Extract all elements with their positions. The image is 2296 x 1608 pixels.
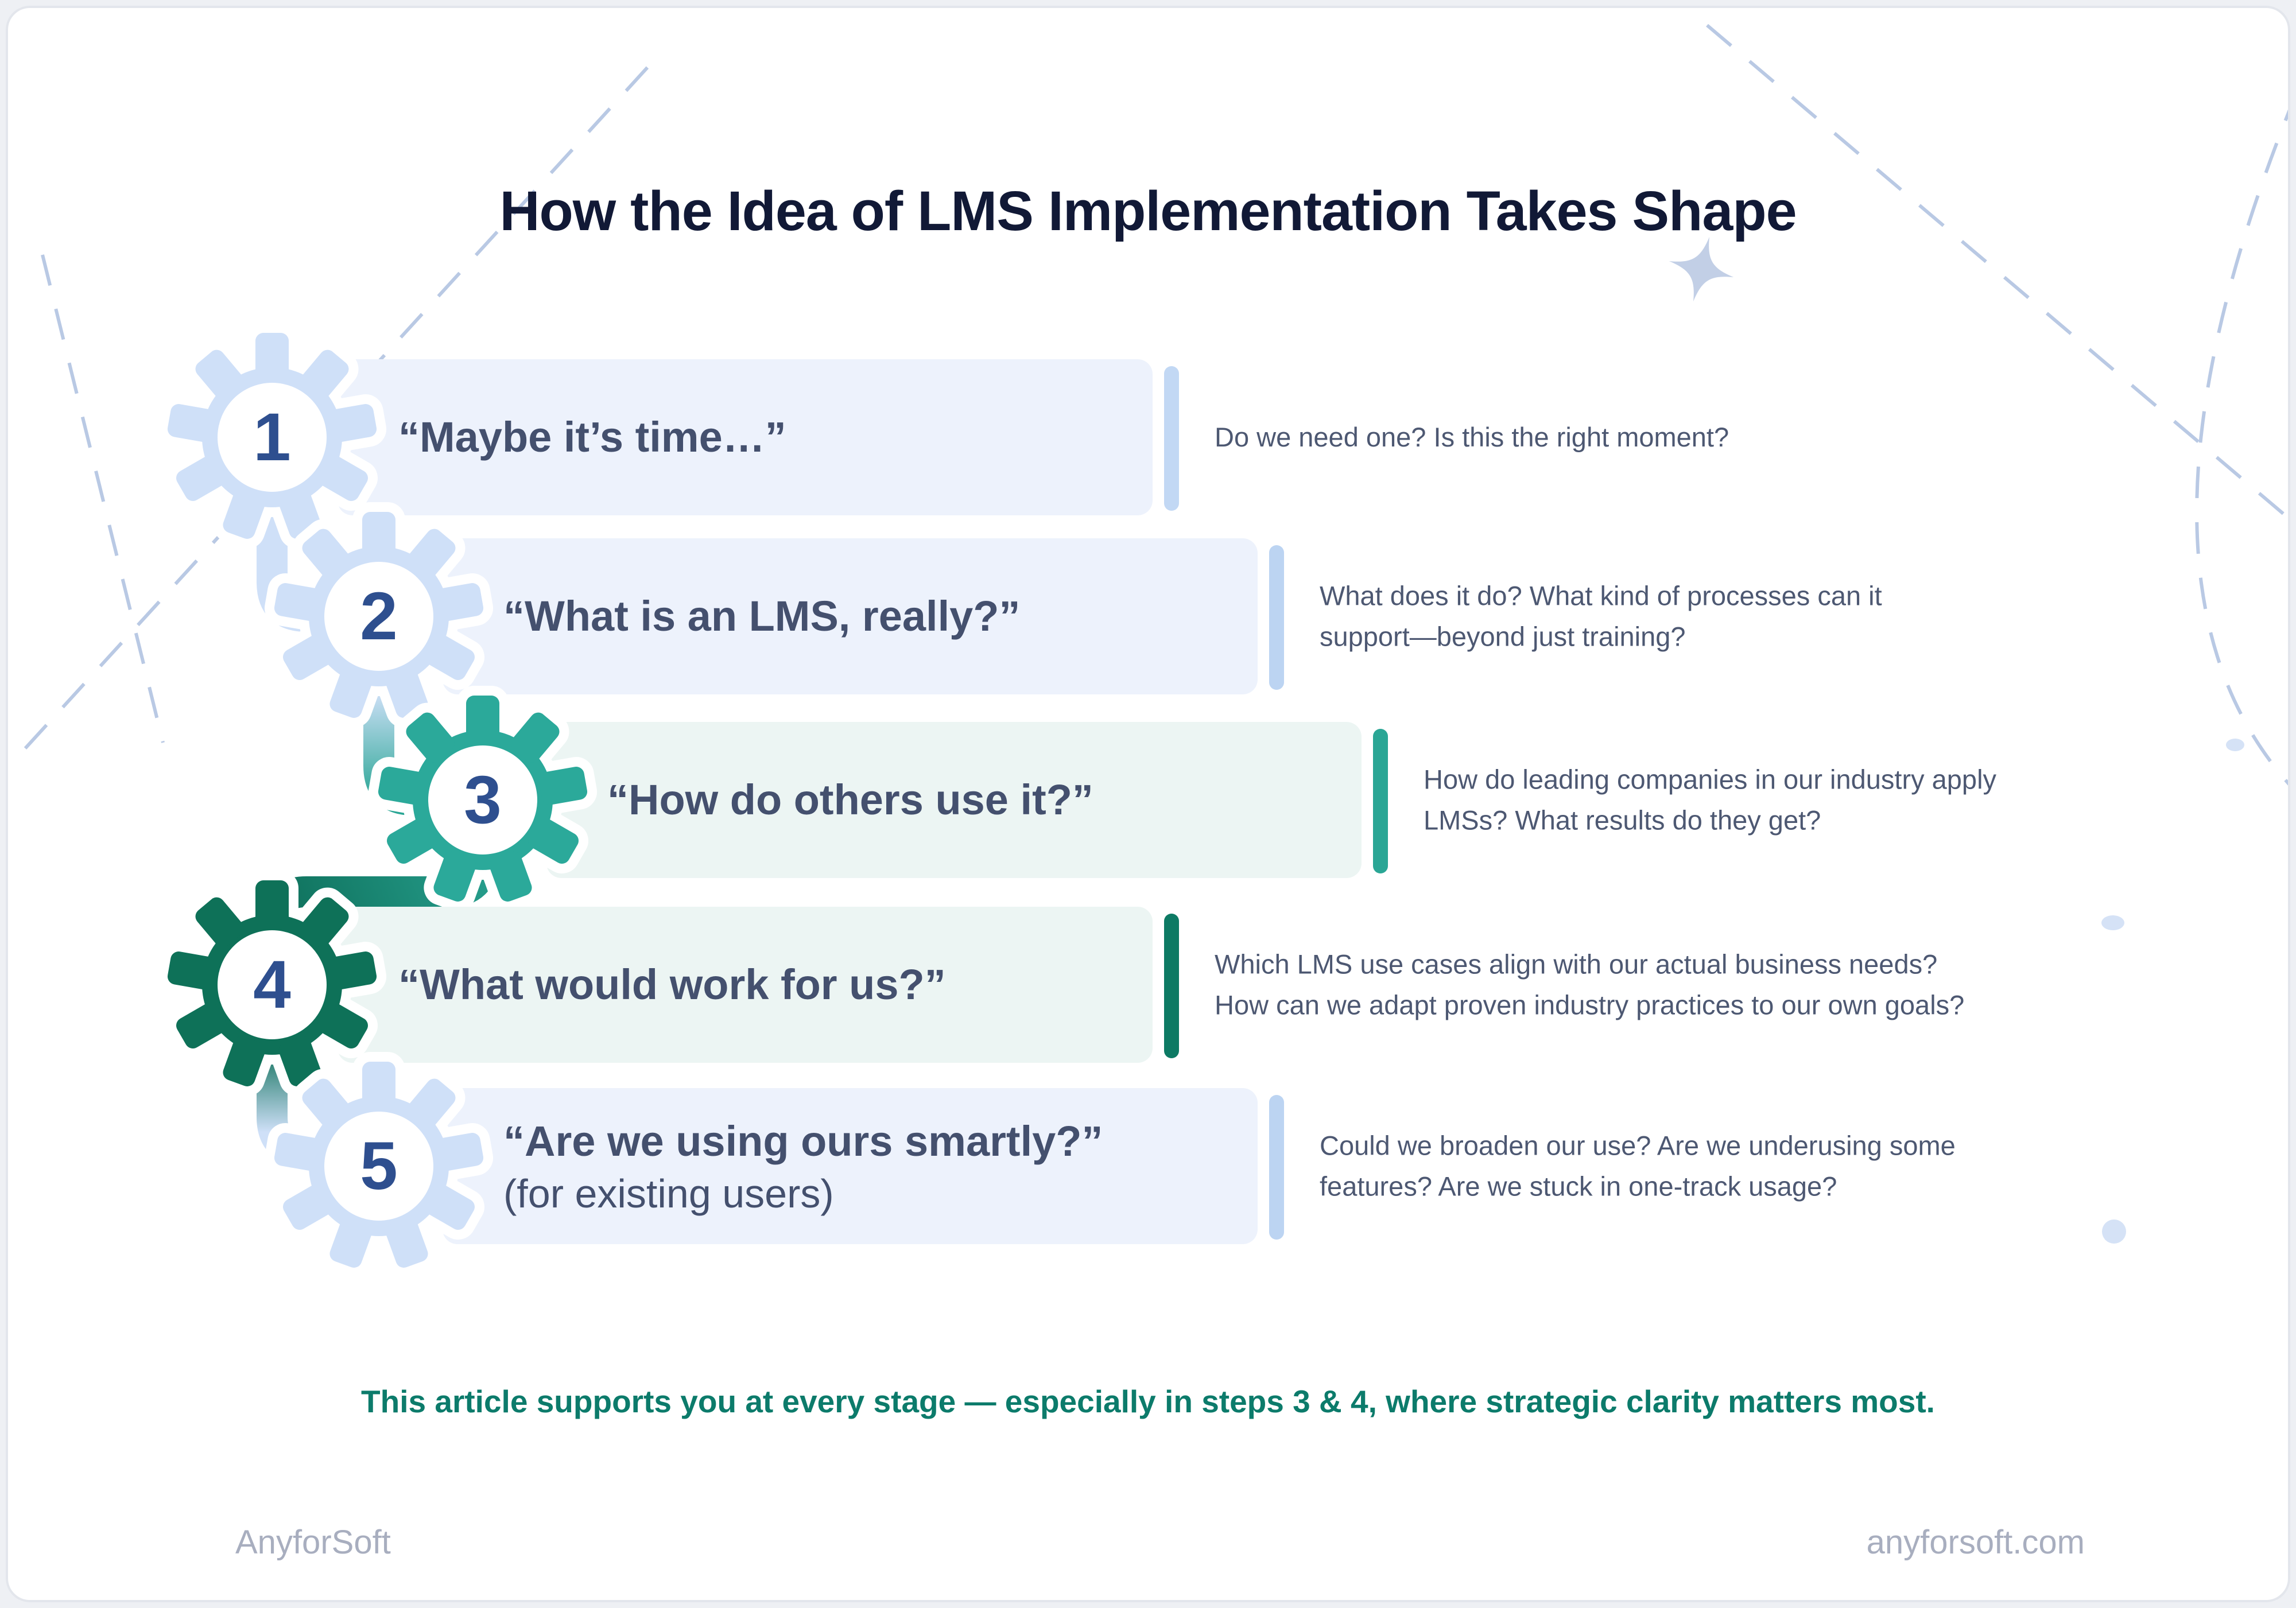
accent-bar (1373, 729, 1388, 873)
step-description: Do we need one? Is this the right moment… (1215, 421, 1729, 452)
step-number: 4 (253, 947, 291, 1023)
step-number: 3 (464, 762, 502, 838)
dot-decoration (2102, 1219, 2126, 1244)
infographic-canvas: How the Idea of LMS Implementation Takes… (6, 6, 2290, 1602)
accent-bar (1269, 1095, 1284, 1240)
accent-bar (1269, 545, 1284, 690)
dashed-line-decoration (41, 254, 165, 743)
step-card-5: “Are we using ours smartly?” (for existi… (443, 1088, 1258, 1244)
step-card-1: “Maybe it’s time…” (338, 359, 1153, 515)
step-title: “What is an LMS, really?” (503, 592, 1021, 640)
step-card-2: “What is an LMS, really?” (443, 538, 1258, 694)
website-url: anyforsoft.com (1866, 1524, 2085, 1561)
gear-icon: 5 (264, 1051, 494, 1281)
step-title: “Maybe it’s time…” (398, 413, 786, 461)
step-card-4: “What would work for us?” (338, 907, 1153, 1063)
brand-logo: AnyforSoft (235, 1524, 391, 1561)
gear-icon: 2 (264, 502, 494, 731)
step-title: “Are we using ours smartly?” (503, 1117, 1103, 1165)
dot-decoration (2226, 739, 2244, 751)
gear-icon: 3 (368, 685, 598, 915)
step-description: How do leading companies in our industry… (1424, 764, 1997, 836)
step-number: 5 (360, 1128, 398, 1204)
step-card-3: “How do others use it?” (546, 722, 1362, 878)
step-title: “What would work for us?” (398, 960, 946, 1008)
accent-bar (1164, 914, 1179, 1058)
gear-icon: 1 (157, 323, 387, 552)
step-title: “How do others use it?” (607, 775, 1093, 824)
page-title: How the Idea of LMS Implementation Takes… (499, 180, 1797, 242)
step-number: 1 (253, 399, 291, 475)
gear-icon: 4 (157, 870, 387, 1100)
summary-note: This article supports you at every stage… (361, 1384, 1935, 1419)
step-description: Could we broaden our use? Are we underus… (1320, 1130, 1956, 1202)
step-description: Which LMS use cases align with our actua… (1215, 949, 1965, 1020)
step-description: What does it do? What kind of processes … (1320, 580, 1882, 652)
accent-bar (1164, 366, 1179, 511)
step-subtitle: (for existing users) (503, 1171, 834, 1216)
step-number: 2 (360, 578, 398, 654)
dot-decoration (2101, 915, 2124, 930)
